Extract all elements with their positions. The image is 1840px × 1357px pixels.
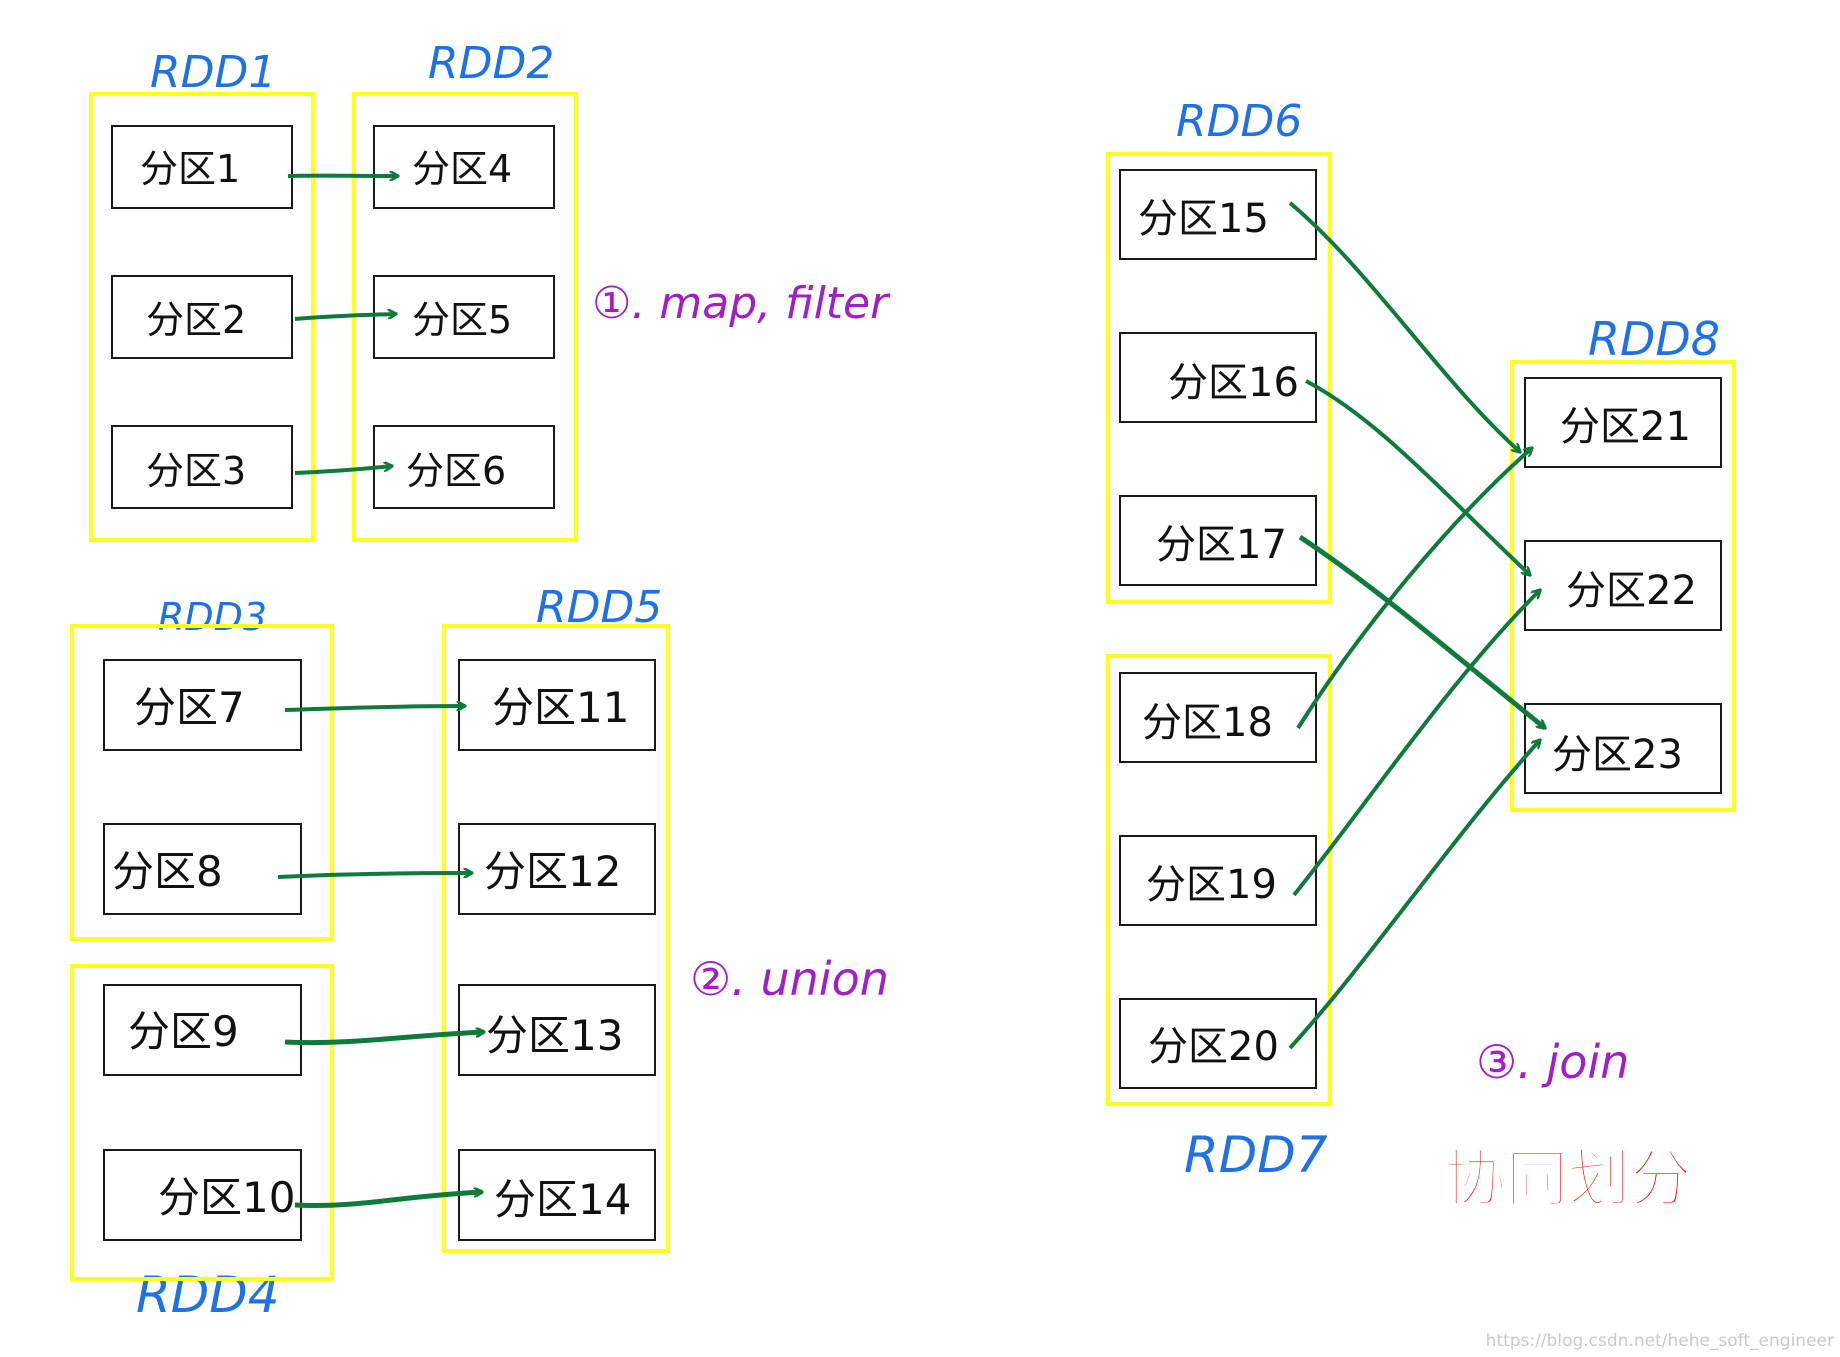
svg-text:分区9: 分区9 <box>128 1007 239 1056</box>
partition-5: 分区5 <box>373 275 555 359</box>
partition-22: 分区22 <box>1524 540 1722 631</box>
svg-text:分区23: 分区23 <box>1552 732 1683 778</box>
partition-9: 分区9 <box>103 984 302 1076</box>
svg-text:分区16: 分区16 <box>1168 360 1299 406</box>
arrow-p2-p5 <box>294 314 396 321</box>
arrow-p20-p23 <box>1288 740 1540 1050</box>
svg-text:分区1: 分区1 <box>140 147 240 191</box>
arrow-p9-p13 <box>284 1032 484 1046</box>
partition-23: 分区23 <box>1524 703 1722 794</box>
join-label: ③. join <box>1476 1035 1629 1089</box>
partition-6: 分区6 <box>373 425 555 509</box>
partition-1: 分区1 <box>111 125 293 209</box>
arrow-p16-p22 <box>1305 379 1530 575</box>
partition-19: 分区19 <box>1119 835 1317 926</box>
partition-2: 分区2 <box>111 275 293 359</box>
partition-4: 分区4 <box>373 125 555 209</box>
rdd8-container <box>1510 360 1736 812</box>
svg-text:分区15: 分区15 <box>1138 196 1269 242</box>
map-filter-label: ①. map, filter <box>592 278 891 329</box>
svg-text:分区17: 分区17 <box>1156 522 1287 568</box>
svg-text:分区18: 分区18 <box>1142 700 1273 746</box>
rdd3-label: RDD3 <box>158 595 267 639</box>
rdd4-label: RDD4 <box>136 1266 280 1324</box>
svg-text:分区19: 分区19 <box>1146 862 1277 908</box>
rdd6-label: RDD6 <box>1176 96 1302 147</box>
rdd8-label: RDD8 <box>1588 312 1720 366</box>
co-partition-title: 协同划分 <box>1444 1142 1692 1215</box>
svg-text:分区22: 分区22 <box>1566 568 1697 614</box>
partition-7: 分区7 <box>103 659 302 751</box>
partition-12: 分区12 <box>458 823 656 915</box>
svg-text:分区7: 分区7 <box>134 683 245 732</box>
arrow-p17-p23 <box>1298 534 1545 728</box>
svg-text:分区21: 分区21 <box>1560 404 1691 450</box>
partition-21: 分区21 <box>1524 377 1722 468</box>
arrow-p7-p11 <box>284 706 465 712</box>
rdd7-label: RDD7 <box>1184 1126 1328 1184</box>
rdd1-label: RDD1 <box>150 47 276 98</box>
rdd7-container <box>1106 654 1332 1106</box>
partition-8: 分区8 <box>103 823 302 915</box>
arrow-p8-p12 <box>277 873 472 879</box>
partition-20: 分区20 <box>1119 998 1317 1089</box>
rdd6-container <box>1106 152 1332 604</box>
svg-text:分区4: 分区4 <box>412 147 512 191</box>
svg-text:分区2: 分区2 <box>146 298 246 342</box>
watermark: https://blog.csdn.net/hehe_soft_engineer <box>1486 1331 1834 1351</box>
svg-text:分区3: 分区3 <box>146 449 246 493</box>
svg-text:分区20: 分区20 <box>1148 1024 1279 1070</box>
partition-16: 分区16 <box>1119 332 1317 423</box>
partition-15: 分区15 <box>1119 169 1317 260</box>
partition-13: 分区13 <box>458 984 656 1076</box>
rdd3-container <box>70 624 334 941</box>
svg-text:分区14: 分区14 <box>494 1175 631 1224</box>
arrow-p18-p21 <box>1296 448 1532 730</box>
partition-3: 分区3 <box>111 425 293 509</box>
union-label: ②. union <box>690 952 889 1006</box>
rdd2-label: RDD2 <box>428 38 554 89</box>
svg-text:分区13: 分区13 <box>486 1011 623 1060</box>
arrow-p10-p14 <box>294 1192 482 1208</box>
svg-text:分区8: 分区8 <box>112 847 223 896</box>
partition-14: 分区14 <box>458 1149 656 1241</box>
rdd4-container <box>70 964 334 1281</box>
partition-17: 分区17 <box>1119 495 1317 586</box>
svg-text:分区6: 分区6 <box>406 449 506 493</box>
svg-text:分区11: 分区11 <box>492 683 629 732</box>
svg-text:分区10: 分区10 <box>158 1173 295 1222</box>
rdd5-container <box>442 624 670 1253</box>
arrow-p19-p22 <box>1292 590 1540 897</box>
partition-10: 分区10 <box>103 1149 302 1241</box>
partition-11: 分区11 <box>458 659 656 751</box>
arrow-p15-p21 <box>1288 201 1520 452</box>
partition-18: 分区18 <box>1119 672 1317 763</box>
arrow-p3-p6 <box>294 466 392 475</box>
svg-text:分区12: 分区12 <box>484 847 621 896</box>
svg-text:分区5: 分区5 <box>412 298 512 342</box>
